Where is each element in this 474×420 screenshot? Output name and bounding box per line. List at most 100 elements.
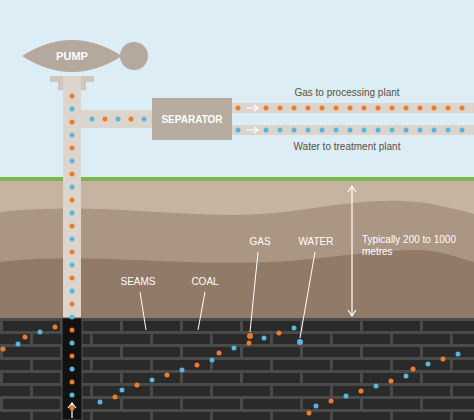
fluid-dot: [116, 117, 121, 122]
fluid-dot: [460, 128, 465, 133]
coal-dot: [135, 383, 140, 388]
coal-dot: [150, 378, 155, 383]
coal-dot: [262, 336, 267, 341]
fluid-dot: [70, 367, 75, 372]
fluid-dot: [70, 211, 75, 216]
fluid-dot: [446, 128, 451, 133]
coal-dot: [1, 347, 6, 352]
coal-dot: [38, 330, 43, 335]
fluid-dot: [418, 128, 423, 133]
fluid-dot: [70, 315, 75, 320]
fluid-dot: [70, 237, 75, 242]
fluid-dot: [418, 106, 423, 111]
fluid-dot: [404, 106, 409, 111]
fluid-dot: [292, 106, 297, 111]
fluid-dot: [70, 380, 75, 385]
coal-dot: [307, 411, 312, 416]
coal-label: COAL: [181, 276, 229, 288]
fluid-dot: [278, 128, 283, 133]
connectors: [72, 76, 152, 119]
pipe-connector: [72, 76, 152, 119]
fluid-dot: [306, 106, 311, 111]
flow-arrow-up: [68, 403, 76, 418]
fluid-dot: [432, 128, 437, 133]
fluid-dot: [70, 341, 75, 346]
fluid-dot: [70, 406, 75, 411]
fluid-dot: [103, 117, 108, 122]
fluid-dot: [70, 393, 75, 398]
fluid-dot: [90, 117, 95, 122]
fluid-dot: [70, 224, 75, 229]
fluid-dot: [390, 128, 395, 133]
fluid-dot: [404, 128, 409, 133]
water-pipe: [230, 125, 474, 135]
coal-dot: [113, 395, 118, 400]
coal-dot: [426, 362, 431, 367]
fluid-dot: [278, 106, 283, 111]
gas-dot: [247, 333, 253, 339]
coal-dot: [292, 326, 297, 331]
coal-dot: [210, 358, 215, 363]
seams-label: SEAMS: [112, 276, 164, 288]
gas-label: GAS: [238, 236, 282, 248]
coal-dot: [120, 388, 125, 393]
fluid-dot: [70, 120, 75, 125]
coal-dot: [314, 404, 319, 409]
pump-shape: [22, 40, 122, 72]
coal-dot: [411, 367, 416, 372]
pipe-dots: [70, 94, 465, 411]
fluid-dot: [70, 185, 75, 190]
coal-dot: [180, 368, 185, 373]
fluid-dot: [70, 159, 75, 164]
fluid-dot: [70, 276, 75, 281]
fluid-dot: [236, 128, 241, 133]
coal-dot: [195, 363, 200, 368]
water-label: WATER: [290, 236, 342, 248]
node-label: PUMP: [56, 50, 88, 62]
well-pipe: [63, 100, 81, 318]
fluid-dot: [376, 128, 381, 133]
fluid-dot: [362, 106, 367, 111]
coal-dot: [217, 351, 222, 356]
fluid-dot: [348, 106, 353, 111]
fluid-dot: [460, 106, 465, 111]
coal-dot: [404, 374, 409, 379]
gas-pipe: [230, 103, 474, 113]
fluid-dot: [70, 107, 75, 112]
fluid-dot: [70, 328, 75, 333]
fluid-dot: [70, 354, 75, 359]
fluid-dot: [70, 146, 75, 151]
fluid-dot: [70, 198, 75, 203]
node-label: SEPARATOR: [161, 114, 222, 125]
fluid-dot: [236, 106, 241, 111]
coal-dot: [389, 379, 394, 384]
fluid-dot: [362, 128, 367, 133]
water-dot: [297, 339, 303, 345]
fluid-dot: [264, 106, 269, 111]
fluid-dot: [70, 302, 75, 307]
fluid-dot: [306, 128, 311, 133]
coal-dot: [23, 335, 28, 340]
leader-lines: [140, 252, 315, 338]
fluid-dot: [70, 289, 75, 294]
fluid-dot: [334, 128, 339, 133]
fluid-dot: [142, 117, 147, 122]
coal-dot: [456, 352, 461, 357]
coal-dot: [329, 399, 334, 404]
coal-dot: [441, 357, 446, 362]
fluid-dot: [348, 128, 353, 133]
separator-box: SEPARATOR: [152, 98, 232, 140]
fluid-dot: [376, 106, 381, 111]
fluid-dot: [432, 106, 437, 111]
coal-dot: [16, 342, 21, 347]
coal-dot: [165, 373, 170, 378]
pump-body: PUMP: [22, 36, 122, 76]
pump-motor: [120, 42, 148, 70]
fluid-dot: [334, 106, 339, 111]
fluid-dot: [320, 128, 325, 133]
fluid-dot: [70, 94, 75, 99]
coal-dot: [344, 394, 349, 399]
fluid-dot: [70, 263, 75, 268]
fluid-dot: [70, 133, 75, 138]
